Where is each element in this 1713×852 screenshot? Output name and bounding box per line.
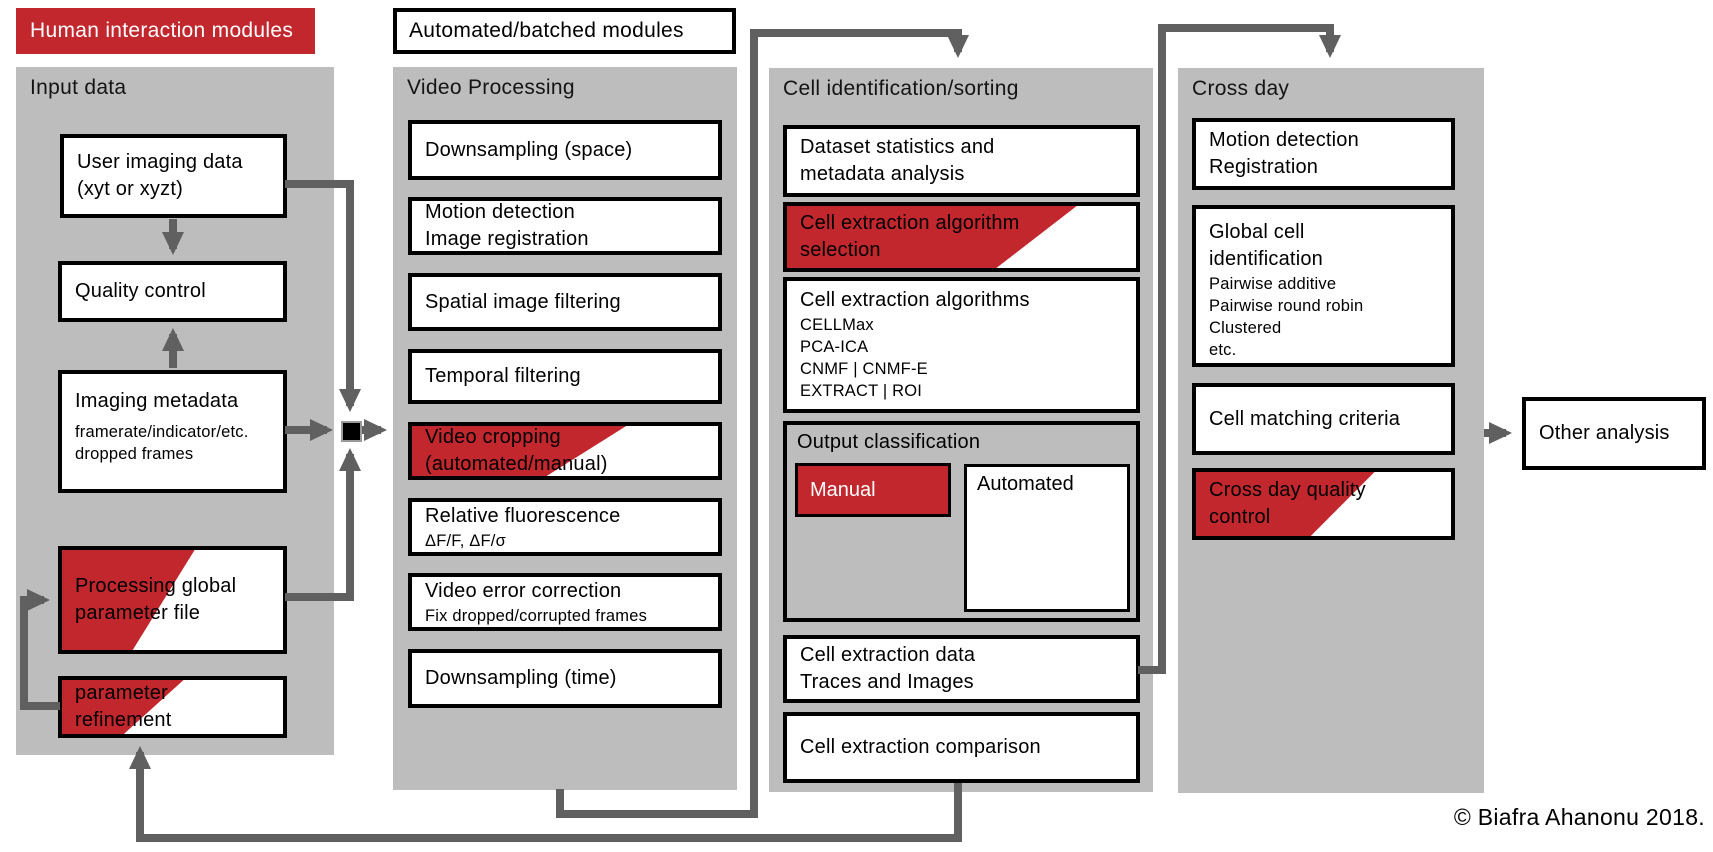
box-spatial-image-filtering: Spatial image filtering: [408, 273, 722, 331]
legend-automated-batched: Automated/batched modules: [393, 8, 736, 54]
box-video-cropping: Video cropping (automated/manual): [408, 422, 722, 480]
box-cross-day-quality-control: Cross day quality control: [1192, 468, 1455, 540]
box-downsampling-time: Downsampling (time): [408, 649, 722, 708]
box-subline: Fix dropped/corrupted frames: [425, 606, 648, 625]
box-cell-extraction-algorithms: Cell extraction algorithms CELLMax PCA-I…: [783, 277, 1140, 413]
box-line: Imaging metadata: [75, 390, 239, 412]
box-line: metadata analysis: [800, 163, 965, 185]
column-title-cross-day: Cross day: [1192, 77, 1290, 100]
junction-node: [341, 421, 362, 442]
box-subline: CNMF | CNMF-E: [800, 360, 928, 378]
box-subline: PCA-ICA: [800, 338, 869, 356]
box-video-error-correction: Video error correction Fix dropped/corru…: [408, 573, 722, 631]
box-line: Cell extraction comparison: [800, 736, 1041, 758]
box-line: Cell extraction algorithms: [800, 289, 1030, 311]
box-line: Cross day quality: [1209, 479, 1366, 501]
box-output-classification: Output classification Manual Automated: [783, 421, 1140, 622]
box-line: Traces and Images: [800, 671, 974, 693]
box-line: Downsampling (space): [425, 138, 633, 161]
output-classification-title: Output classification: [797, 431, 981, 453]
copyright-text: © Biafra Ahanonu 2018.: [1453, 804, 1705, 830]
box-imaging-metadata: Imaging metadata framerate/indicator/etc…: [58, 370, 287, 493]
box-dataset-statistics: Dataset statistics and metadata analysis: [783, 125, 1140, 197]
box-parameter-refinement: parameter refinement: [58, 676, 287, 738]
box-line: Temporal filtering: [425, 365, 581, 387]
box-line: User imaging data: [77, 151, 243, 173]
box-line: Downsampling (time): [425, 667, 617, 689]
box-processing-global-parameter-file: Processing global parameter file: [58, 546, 287, 654]
box-line: Video cropping: [425, 426, 561, 448]
box-subline: Pairwise round robin: [1209, 297, 1364, 315]
column-title-video-processing: Video Processing: [407, 76, 575, 99]
box-motion-detection-registration: Motion detection Image registration: [408, 197, 722, 255]
box-line: control: [1209, 506, 1271, 528]
box-line: identification: [1209, 248, 1323, 270]
box-line: Cell extraction algorithm: [800, 212, 1020, 234]
box-subline: dropped frames: [75, 445, 194, 463]
column-title-cell-identification: Cell identification/sorting: [783, 77, 1019, 100]
box-global-cell-identification: Global cell identification Pairwise addi…: [1192, 205, 1455, 367]
box-line: (automated/manual): [425, 453, 608, 475]
box-line: Quality control: [75, 280, 206, 302]
box-cell-extraction-data: Cell extraction data Traces and Images: [783, 635, 1140, 703]
box-line: Relative fluorescence: [425, 504, 621, 527]
box-manual: Manual: [795, 463, 951, 517]
box-line: Global cell: [1209, 221, 1305, 243]
box-user-imaging-data: User imaging data (xyt or xyzt): [60, 134, 287, 218]
box-automated: Automated: [964, 464, 1130, 612]
box-subline: CELLMax: [800, 316, 874, 334]
box-line: parameter file: [75, 602, 201, 624]
legend-human-interaction: Human interaction modules: [16, 8, 315, 54]
box-line: Motion detection: [1209, 129, 1359, 151]
box-line: (xyt or xyzt): [77, 178, 183, 200]
box-line: parameter: [75, 682, 168, 704]
box-subline: EXTRACT | ROI: [800, 382, 923, 400]
box-crossday-motion-detection: Motion detection Registration: [1192, 118, 1455, 190]
box-other-analysis: Other analysis: [1522, 397, 1706, 470]
box-relative-fluorescence: Relative fluorescence ΔF/F, ΔF/σ: [408, 498, 722, 556]
box-line: Other analysis: [1539, 422, 1670, 444]
box-subline: Pairwise additive: [1209, 275, 1337, 293]
box-line: Cell matching criteria: [1209, 407, 1401, 430]
box-quality-control: Quality control: [58, 261, 287, 322]
box-cell-extraction-comparison: Cell extraction comparison: [783, 712, 1140, 783]
box-subline: etc.: [1209, 341, 1237, 359]
box-line: Dataset statistics and: [800, 136, 995, 158]
box-cell-extraction-algorithm-selection: Cell extraction algorithm selection: [783, 202, 1140, 272]
box-cell-matching-criteria: Cell matching criteria: [1192, 383, 1455, 455]
box-line: Motion detection: [425, 201, 575, 223]
box-downsampling-space: Downsampling (space): [408, 120, 722, 180]
box-temporal-filtering: Temporal filtering: [408, 349, 722, 404]
box-line: Image registration: [425, 228, 589, 250]
box-line: refinement: [75, 709, 172, 731]
column-title-input-data: Input data: [30, 76, 127, 99]
box-line: Processing global: [75, 575, 237, 597]
box-line: selection: [800, 239, 881, 261]
box-subline: Clustered: [1209, 319, 1282, 337]
box-subline: framerate/indicator/etc.: [75, 423, 249, 441]
box-line: Cell extraction data: [800, 644, 976, 666]
box-line: Video error correction: [425, 579, 622, 602]
box-line: Spatial image filtering: [425, 290, 621, 313]
box-subline: ΔF/F, ΔF/σ: [425, 531, 506, 550]
box-line: Registration: [1209, 156, 1319, 178]
